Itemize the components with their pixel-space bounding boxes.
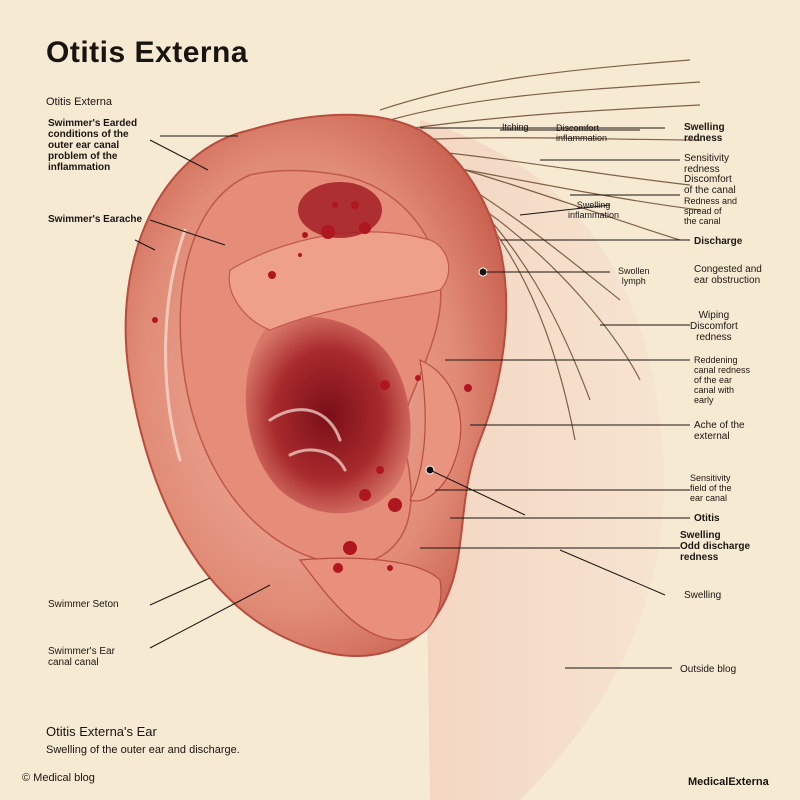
label-swimmer-seton: Swimmer Seton: [48, 599, 119, 610]
credit-right: MedicalExterna: [688, 776, 769, 788]
label-discomfort-canal: Discomfort of the canal: [684, 174, 736, 196]
credit-left: © Medical blog: [22, 772, 95, 784]
label-swollen-lymph: Swollen lymph: [618, 266, 650, 286]
label-discomfort-inflammation: Discomfort inflammation: [556, 123, 608, 143]
label-swimmers-earache: Swimmer's Earache: [48, 214, 143, 225]
label-sensitivity-redness: Sensitivity redness: [684, 153, 730, 175]
label-wiping: Wiping Discomfort redness: [690, 310, 738, 343]
page-title: Otitis Externa: [46, 36, 249, 69]
label-ache: Ache of the external: [694, 420, 745, 442]
footer-title: Otitis Externa's Ear: [46, 724, 157, 739]
leader-lines: [134, 127, 690, 669]
ear-lobe: [298, 557, 442, 641]
inflammation-spots: [152, 201, 472, 573]
label-redness-spread: Redness and spread of the canal: [684, 196, 738, 226]
label-swimmers-earded: Swimmer's Earded conditions of the outer…: [48, 118, 138, 173]
label-discharge: Discharge: [694, 236, 743, 247]
ear-canal: [245, 316, 411, 514]
label-swelling-inflammation: Swelling inflammation: [568, 200, 620, 220]
label-sensitivity-field: Sensitivity field of the ear canal: [690, 473, 732, 503]
subtitle: Otitis Externa: [46, 96, 113, 108]
label-swimmers-ear-canal: Swimmer's Ear canal canal: [48, 646, 115, 668]
label-swelling-redness: Swelling redness: [684, 122, 725, 144]
label-reddening: Reddening canal redness of the ear canal…: [694, 355, 751, 405]
label-swelling: Swelling: [684, 590, 722, 601]
label-otitis: Otitis: [694, 513, 720, 524]
footer-text: Swelling of the outer ear and discharge.: [46, 744, 240, 756]
label-itching: Itching: [502, 122, 529, 132]
label-outside-blog: Outside blog: [680, 664, 737, 675]
label-swelling-odd-discharge: Swelling Odd discharge redness: [680, 530, 751, 563]
label-congested: Congested and ear obstruction: [694, 264, 762, 286]
tragus: [409, 359, 462, 502]
skin-highlights: [164, 228, 347, 472]
